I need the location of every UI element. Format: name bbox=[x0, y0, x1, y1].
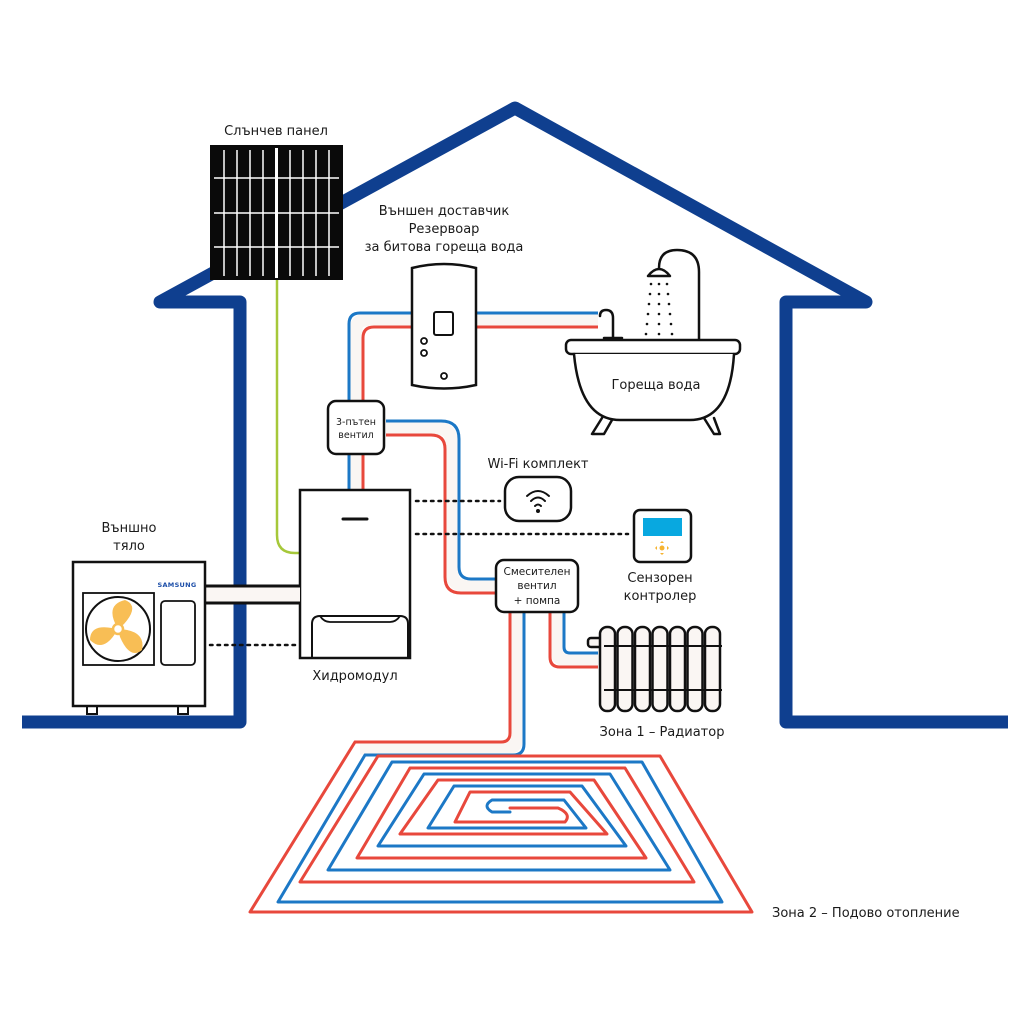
fan-icon bbox=[90, 600, 143, 654]
outdoor-unit-label-line2: тяло bbox=[113, 539, 145, 554]
radiator-fin bbox=[686, 625, 704, 713]
zone2-label: Зона 2 – Подово отопление bbox=[772, 906, 960, 921]
radiator bbox=[586, 625, 722, 713]
radiator-fin bbox=[598, 625, 617, 713]
brand-logo: SAMSUNG bbox=[157, 581, 196, 589]
touch-controller-label-line2: контролер bbox=[624, 589, 697, 604]
wifi-kit-label: Wi-Fi комплект bbox=[488, 457, 589, 472]
mixing-valve-label-line3: + помпа bbox=[514, 595, 561, 607]
water-tank bbox=[410, 262, 478, 390]
radiator-fin bbox=[616, 625, 634, 713]
tank-label-line1: Външен доставчик bbox=[379, 204, 510, 219]
radiator-fin bbox=[703, 625, 722, 713]
shower-water-drops bbox=[644, 282, 674, 336]
three-way-valve: 3-пътен вентил bbox=[326, 399, 386, 456]
solar-panel bbox=[210, 145, 343, 280]
radiator-fin bbox=[651, 625, 669, 713]
floor-pipe-cold bbox=[276, 753, 724, 904]
touch-controller-label-line1: Сензорен bbox=[627, 571, 692, 586]
outdoor-unit-label-line1: Външно bbox=[102, 521, 157, 536]
mixing-valve-pump: Смесителен вентил + помпа bbox=[494, 558, 580, 614]
radiator-fin bbox=[668, 625, 687, 713]
refrigerant-line bbox=[206, 584, 300, 605]
pipes bbox=[347, 311, 598, 757]
hot-water-label: Гореща вода bbox=[611, 378, 700, 393]
wifi-icon bbox=[526, 490, 550, 507]
outdoor-unit: SAMSUNG bbox=[71, 560, 207, 715]
three-way-valve-label-line2: вентил bbox=[338, 430, 373, 441]
floor-heating-spiral bbox=[248, 740, 754, 914]
hydro-module-label: Хидромодул bbox=[312, 669, 397, 684]
bathtub-icon bbox=[564, 248, 742, 436]
touch-controller bbox=[632, 508, 693, 564]
solar-panel-label: Слънчев панел bbox=[224, 124, 328, 139]
tank-label-line3: за битова гореща вода bbox=[365, 240, 524, 255]
hydro-module bbox=[298, 488, 412, 660]
zone1-label: Зона 1 – Радиатор bbox=[600, 725, 725, 740]
solar-cable bbox=[275, 280, 302, 555]
mixing-valve-label-line1: Смесителен bbox=[504, 566, 571, 578]
wifi-kit bbox=[503, 475, 573, 523]
floor-pipe-hot bbox=[248, 740, 754, 914]
tank-label-line2: Резервоар bbox=[409, 222, 480, 237]
three-way-valve-label-line1: 3-пътен bbox=[336, 417, 376, 428]
radiator-fin bbox=[633, 625, 652, 713]
mixing-valve-label-line2: вентил bbox=[517, 580, 556, 592]
communication-lines bbox=[208, 499, 630, 647]
house-outline bbox=[22, 101, 1008, 729]
